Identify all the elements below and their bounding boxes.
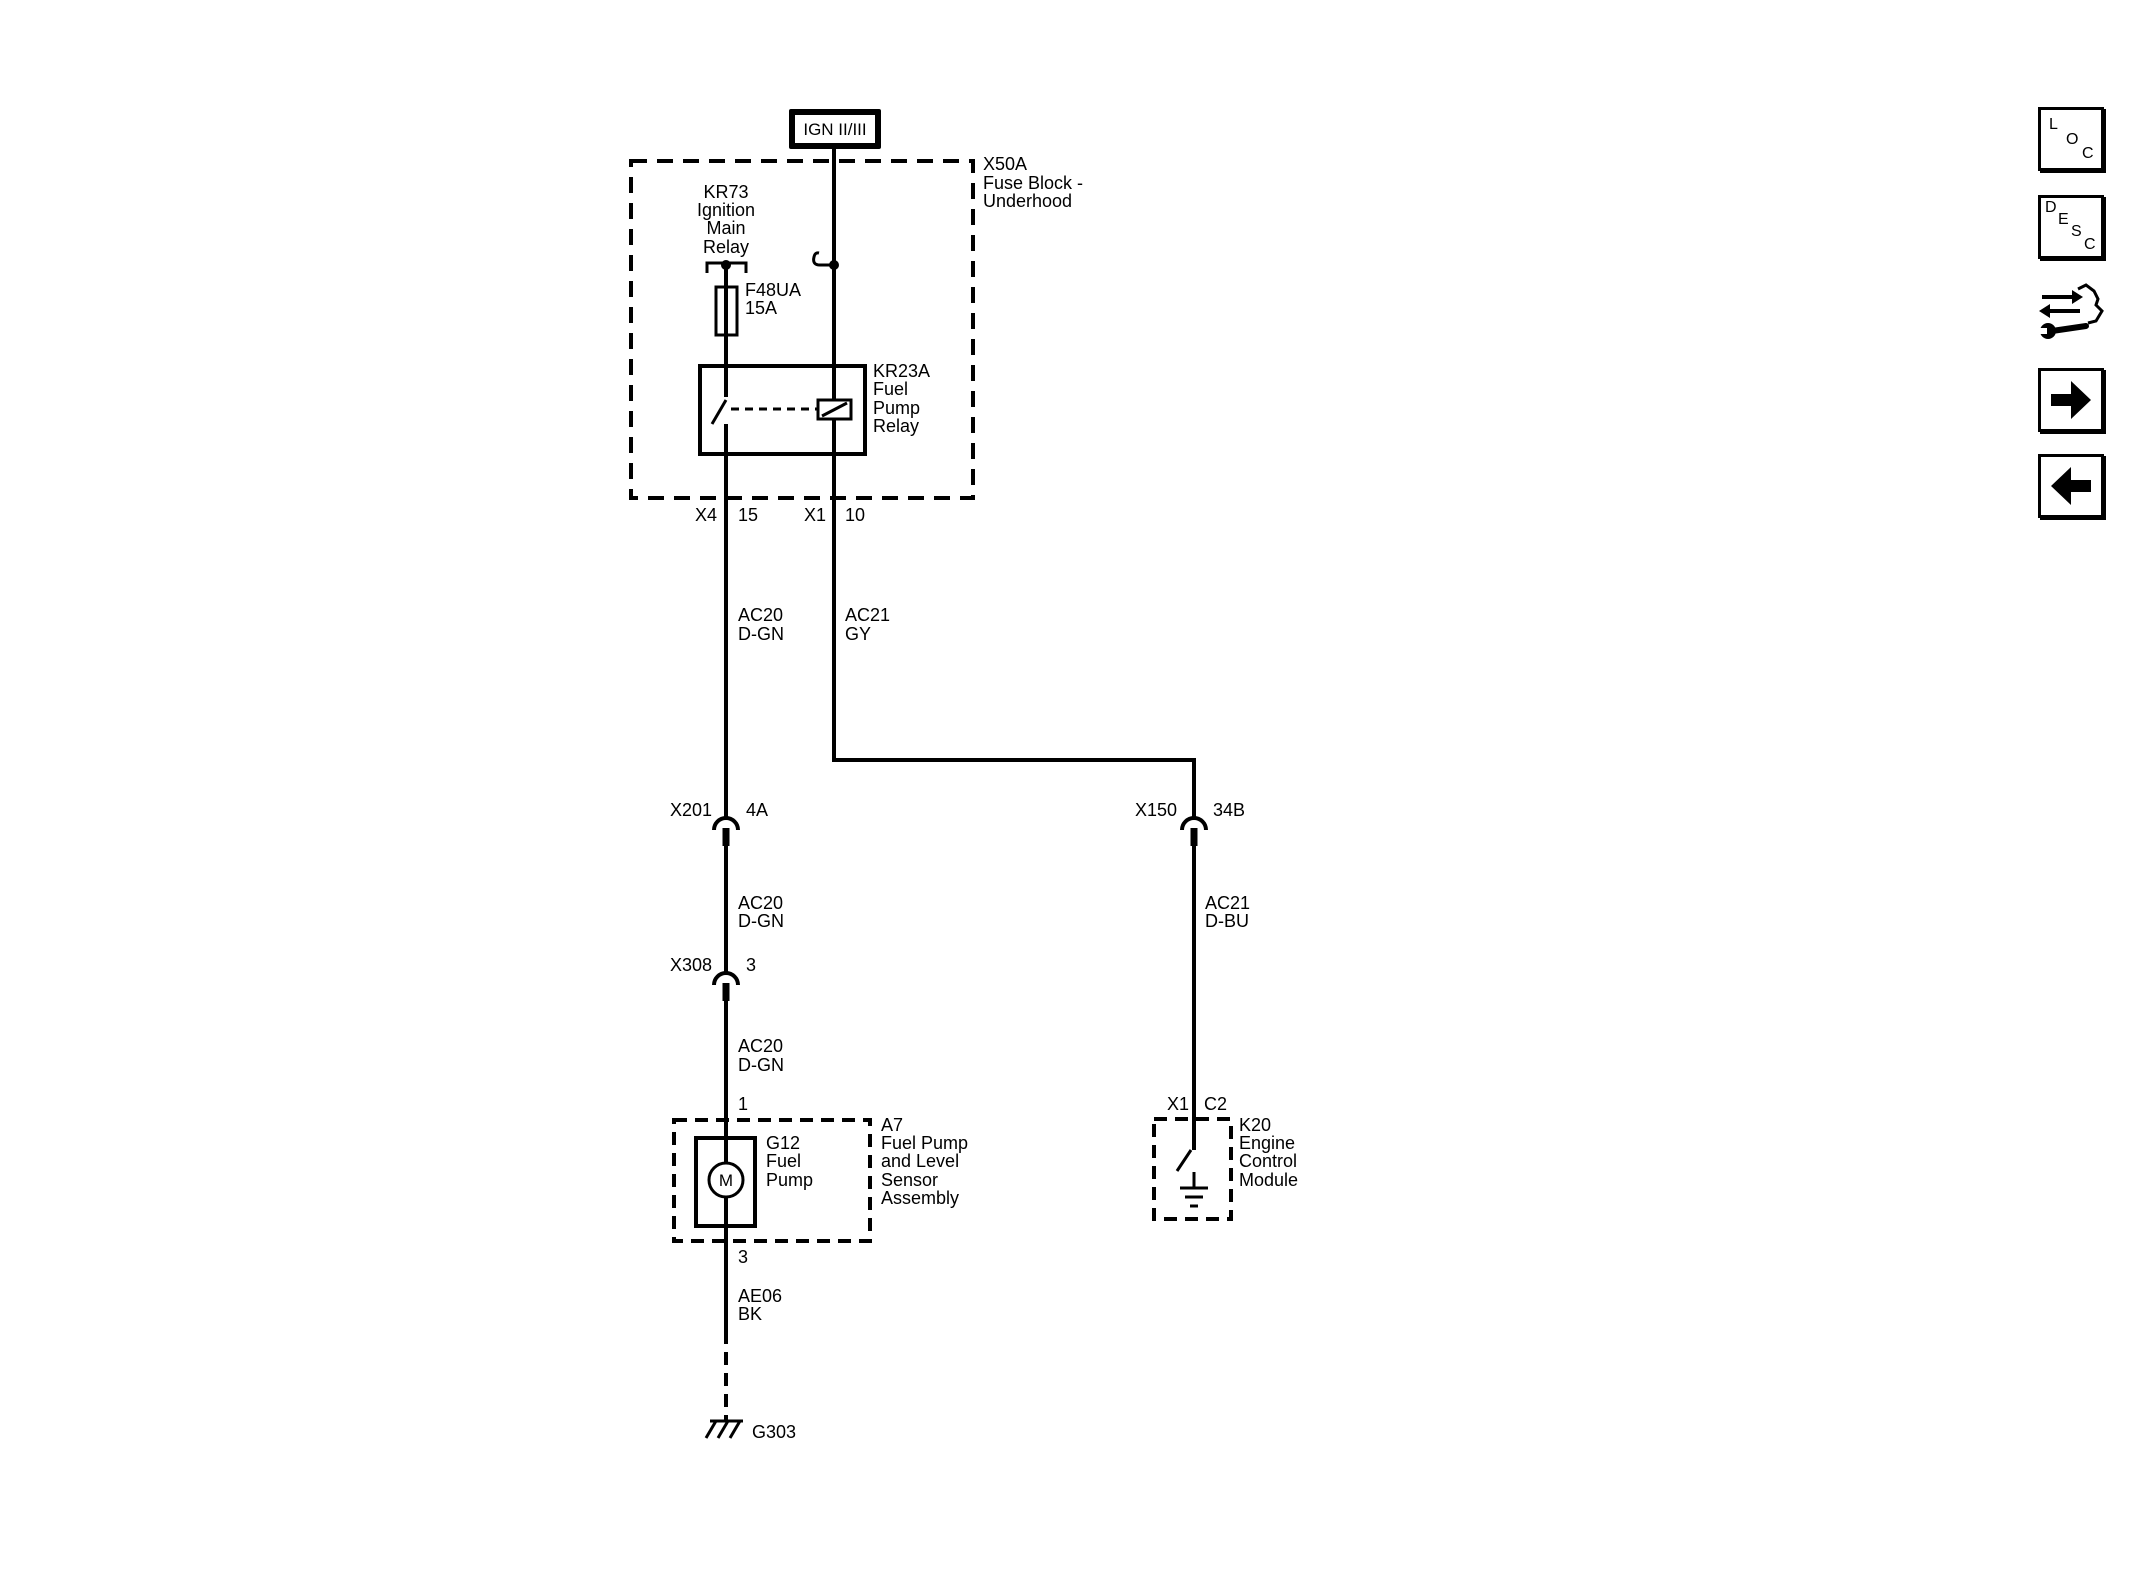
connector-repair-icon[interactable] <box>2036 281 2106 343</box>
loc-letter: O <box>2066 131 2079 148</box>
fuel-pump-motor-line1: Fuel <box>766 1151 801 1171</box>
fuel-pump-assembly-line4: Assembly <box>881 1188 959 1208</box>
fuse-block-connector-x1: X1 <box>804 505 826 525</box>
fuel-pump-assembly-outline <box>672 1118 872 1243</box>
desc-letter: C <box>2084 236 2096 253</box>
fuse-block-id: X50A <box>983 154 1027 174</box>
fuel-pump-relay-line2: Pump <box>873 398 920 418</box>
ground-id: G303 <box>752 1422 796 1442</box>
power-source-inner <box>795 115 875 143</box>
ign-splice-hook <box>812 251 834 267</box>
fuse-block-connector-x4: X4 <box>695 505 717 525</box>
next-page-button[interactable] <box>2038 368 2104 432</box>
relay-switch-blade <box>710 399 728 425</box>
wire-label-circuit: AE06 <box>738 1286 782 1306</box>
ignition-relay-line3: Relay <box>703 237 749 257</box>
power-source-label: IGN II/III <box>803 120 866 139</box>
ecm-connector-id: X1 <box>1167 1094 1189 1114</box>
wire-label-color: D-GN <box>738 624 784 644</box>
connector-x201-pin: 4A <box>746 800 768 820</box>
fuse-block-name-line1: Fuse Block - <box>983 173 1083 193</box>
fuel-pump-pin-top: 1 <box>738 1094 748 1114</box>
desc-letter: D <box>2045 199 2057 216</box>
fuel-pump-relay-line1: Fuel <box>873 379 908 399</box>
wire-label-circuit: AC21 <box>1205 893 1250 913</box>
wire-label-circuit: AC20 <box>738 1036 783 1056</box>
fuel-pump-motor-id: G12 <box>766 1133 800 1153</box>
connector-x150-pin: 34B <box>1213 800 1245 820</box>
right-arrow-icon <box>2051 381 2091 419</box>
wire-label-circuit: AC20 <box>738 605 783 625</box>
ecm-id: K20 <box>1239 1115 1271 1135</box>
motor-symbol-label: M <box>719 1171 733 1190</box>
loc-button[interactable]: L O C <box>2038 107 2104 171</box>
fuse-block-pin-15: 15 <box>738 505 758 525</box>
wire-label-color: D-GN <box>738 911 784 931</box>
desc-letter: S <box>2071 223 2082 240</box>
fuel-pump-assembly-line1: Fuel Pump <box>881 1133 968 1153</box>
fuel-pump-motor-line2: Pump <box>766 1170 813 1190</box>
desc-letter: E <box>2058 211 2069 228</box>
relay-coil-diagonal <box>821 401 848 418</box>
wire-label-color: D-GN <box>738 1055 784 1075</box>
fuse-rating: 15A <box>745 298 777 318</box>
ecm-pin-id: C2 <box>1204 1094 1227 1114</box>
chassis-ground-icon <box>704 1419 743 1439</box>
connector-x201-id: X201 <box>670 800 712 820</box>
previous-page-button[interactable] <box>2038 454 2104 518</box>
connector-x308-female <box>712 971 740 986</box>
wire-label-color: D-BU <box>1205 911 1249 931</box>
fuse-block-outline <box>629 159 975 500</box>
left-arrow-icon <box>2051 467 2091 505</box>
loc-letter: L <box>2049 116 2058 133</box>
ecm-name-line1: Engine <box>1239 1133 1295 1153</box>
fuse-block-pin-10: 10 <box>845 505 865 525</box>
ignition-relay-line1: Ignition <box>697 200 755 220</box>
ecm-ground-icon <box>1180 1172 1208 1208</box>
fuel-pump-relay-line3: Relay <box>873 416 919 436</box>
connector-x308-pin: 3 <box>746 955 756 975</box>
wire-label-color: BK <box>738 1304 762 1324</box>
ecm-name-line2: Control <box>1239 1151 1297 1171</box>
wire-ac21-main <box>832 149 1196 817</box>
connector-x150-female <box>1180 816 1208 831</box>
connector-x201-female <box>712 816 740 831</box>
fuse-id: F48UA <box>745 280 801 300</box>
wire-label-circuit: AC21 <box>845 605 890 625</box>
fuel-pump-assembly-line3: Sensor <box>881 1170 938 1190</box>
desc-button[interactable]: D E S C <box>2038 195 2104 259</box>
ecm-switch-blade <box>1175 1149 1193 1172</box>
fuel-pump-relay-box <box>698 364 867 456</box>
fuse-f48ua-symbol <box>714 285 739 337</box>
wire-label-circuit: AC20 <box>738 893 783 913</box>
wire-label-color: GY <box>845 624 871 644</box>
fuel-pump-pin-bottom: 3 <box>738 1247 748 1267</box>
ignition-relay-id: KR73 <box>703 182 748 202</box>
ignition-relay-line2: Main <box>706 218 745 238</box>
power-source-ign[interactable]: IGN II/III <box>789 109 881 149</box>
loc-letter: C <box>2082 145 2094 162</box>
ecm-name-line3: Module <box>1239 1170 1298 1190</box>
fuel-pump-assembly-id: A7 <box>881 1115 903 1135</box>
ecm-outline <box>1152 1117 1233 1221</box>
connector-x150-id: X150 <box>1135 800 1177 820</box>
fuel-pump-relay-id: KR23A <box>873 361 930 381</box>
fuse-block-name-line2: Underhood <box>983 191 1072 211</box>
fuel-pump-assembly-line2: and Level <box>881 1151 959 1171</box>
connector-x308-id: X308 <box>670 955 712 975</box>
